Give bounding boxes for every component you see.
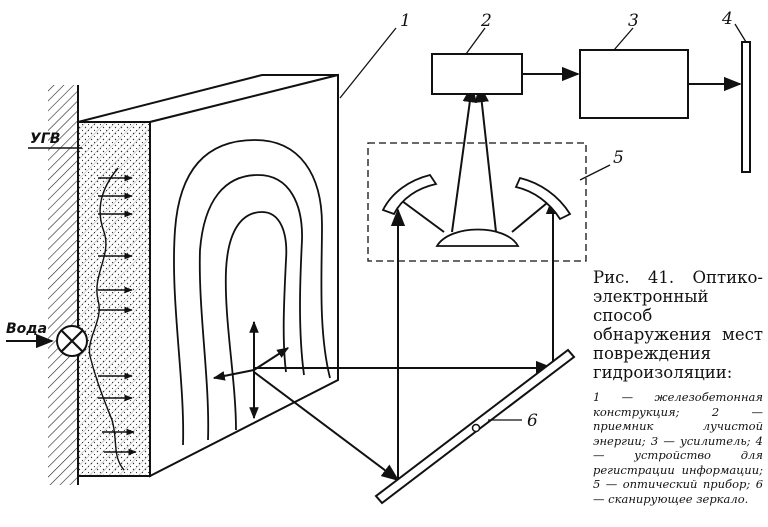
figure-caption: Рис. 41. Оптико-электронный способ обнар… [593,268,763,506]
legend-item: 2 — приемник лучистой энергии; [593,404,763,448]
amplifier-box [579,49,689,119]
leader-lines [339,23,747,421]
label-6: 6 [527,411,538,431]
recorder-plate [741,41,751,173]
legend-item: 4 — устройство для регистрации информаци… [593,433,763,477]
concrete-wall [77,73,339,478]
scanning-mirror [374,348,576,505]
label-2: 2 [480,11,492,31]
label-water: Вода [6,321,47,337]
label-5: 5 [613,148,624,168]
scan-point [212,320,290,420]
water-seepage [88,167,137,471]
legend-item: 6 — сканирующее зеркало. [593,477,764,506]
caption-title: Рис. 41. Оптико-электронный способ обнар… [593,268,763,382]
caption-legend: 1 — железобетонная конструкция; 2 — прие… [593,390,763,506]
legend-item: 1 — железобетонная конструкция; [593,390,763,419]
legend-item: 5 — оптический прибор; [593,477,751,491]
label-3: 3 [628,11,639,31]
ray-paths [253,84,561,482]
optical-device [367,142,587,262]
temperature-contours [173,139,331,446]
legend-item: 3 — усилитель; [650,433,751,448]
water-inlet [6,147,88,357]
label-1: 1 [400,11,411,31]
receiver-box [431,53,523,95]
label-4: 4 [721,9,733,29]
label-ugv: УГВ [30,131,60,147]
signal-arrows [522,66,742,92]
